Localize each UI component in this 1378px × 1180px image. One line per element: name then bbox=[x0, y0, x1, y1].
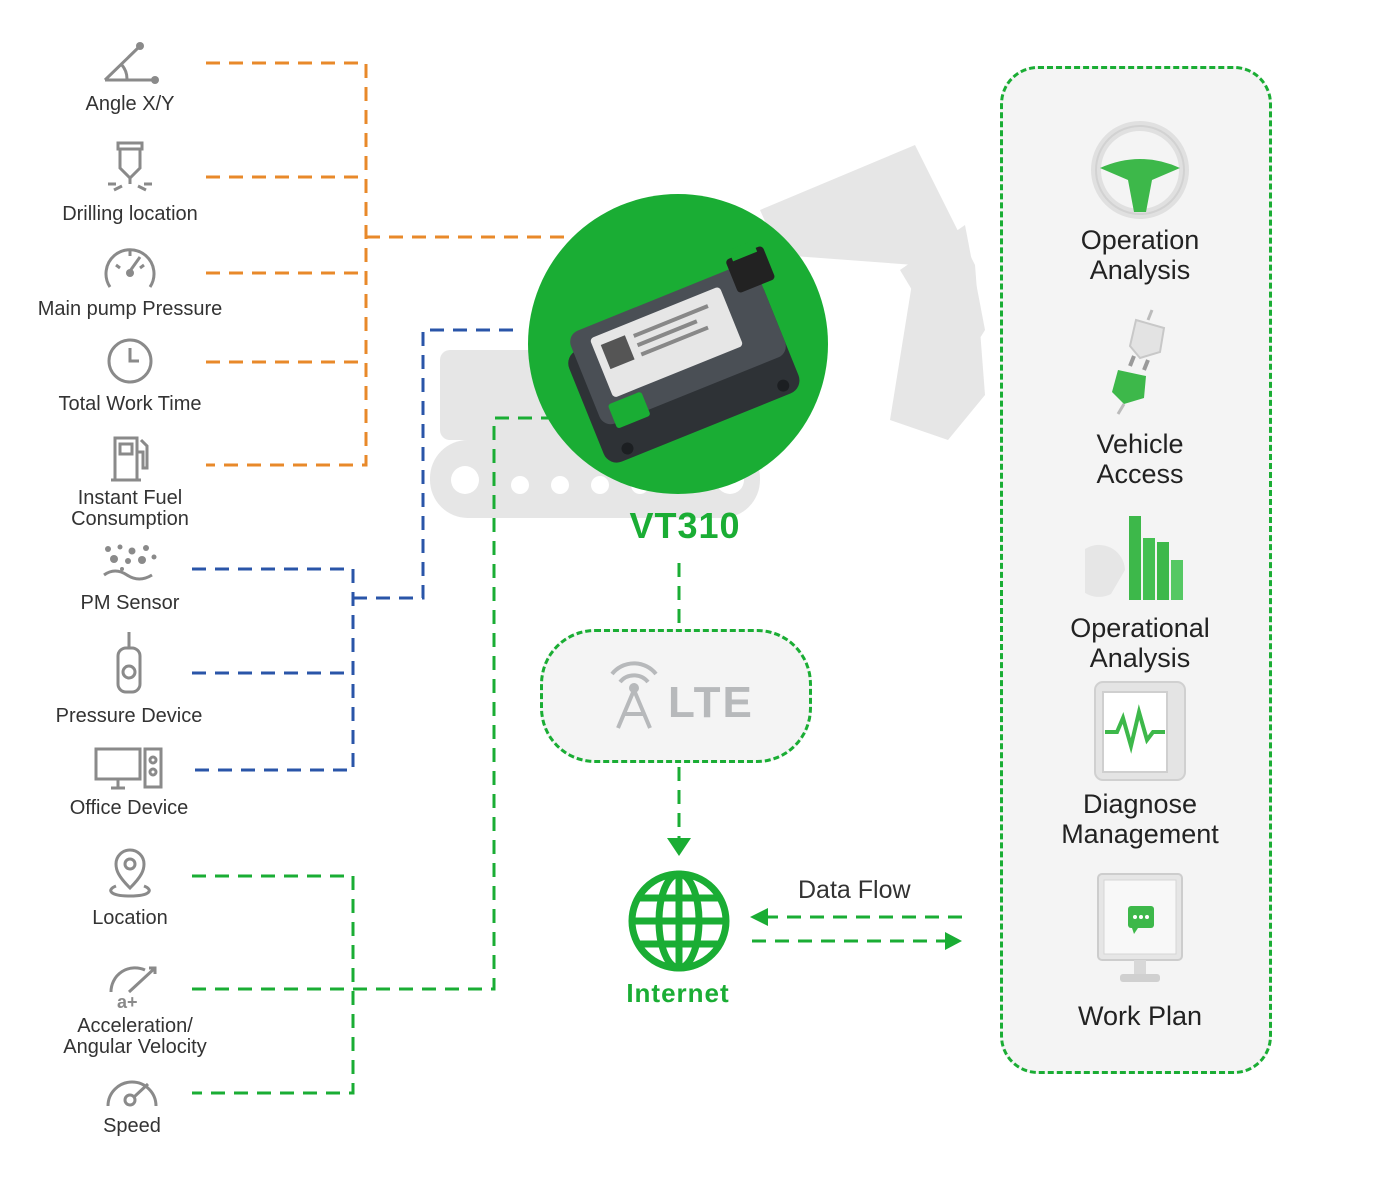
device-name: VT310 bbox=[629, 505, 741, 546]
sensor-pressure-device: Pressure Device bbox=[9, 630, 249, 727]
feature-diagnose-label: Diagnose Management bbox=[1061, 789, 1219, 849]
sensor-location-label: Location bbox=[92, 907, 168, 929]
sensor-fuel-label: Instant Fuel Consumption bbox=[71, 487, 189, 530]
globe-icon bbox=[628, 870, 730, 972]
fuel-pump-icon bbox=[111, 436, 149, 482]
clock-icon bbox=[107, 338, 153, 384]
blue-connectors bbox=[192, 328, 515, 772]
internet-label: Internet bbox=[626, 978, 730, 1008]
sensor-fuel: Instant Fuel Consumption bbox=[10, 434, 250, 530]
sensor-speed-label: Speed bbox=[103, 1115, 161, 1137]
arrow-down-icon bbox=[667, 838, 691, 856]
sensor-work-time: Total Work Time bbox=[10, 336, 250, 415]
sensor-work-time-label: Total Work Time bbox=[58, 393, 202, 415]
green-connectors bbox=[192, 416, 962, 1095]
location-pin-icon bbox=[109, 848, 151, 898]
sensor-angle-label: Angle X/Y bbox=[85, 93, 175, 115]
sensor-pump-pressure: Main pump Pressure bbox=[10, 243, 250, 320]
monitor-chat-icon bbox=[1097, 873, 1183, 982]
sensor-acceleration: a+ Acceleration/ Angular Velocity bbox=[15, 962, 255, 1058]
lte-label: LTE bbox=[668, 678, 754, 727]
arrow-right-icon bbox=[945, 932, 962, 950]
sensor-drilling-label: Drilling location bbox=[62, 203, 198, 225]
sensor-location: Location bbox=[10, 848, 250, 929]
acceleration-icon: a+ bbox=[109, 966, 157, 1012]
speedometer-icon bbox=[106, 1080, 158, 1107]
pm-particles-icon bbox=[103, 544, 157, 581]
sensor-speed: Speed bbox=[12, 1072, 252, 1137]
sensor-office-device: Office Device bbox=[9, 746, 249, 819]
sensor-pressure-device-label: Pressure Device bbox=[55, 705, 203, 727]
tracker-device-image bbox=[568, 240, 800, 463]
angle-icon bbox=[103, 42, 159, 84]
cell-tower-icon bbox=[610, 661, 658, 729]
feature-operational-label: Operational Analysis bbox=[1070, 613, 1210, 673]
pressure-device-icon bbox=[116, 632, 142, 694]
feature-operational-analysis: Operational Analysis bbox=[1010, 512, 1270, 673]
bar-chart-icon bbox=[1073, 516, 1183, 600]
steering-wheel-icon bbox=[1091, 121, 1189, 219]
gauge-icon bbox=[104, 248, 156, 288]
feature-vehicle-label: Vehicle Access bbox=[1096, 429, 1184, 489]
lte-box bbox=[540, 629, 812, 763]
sensor-angle: Angle X/Y bbox=[10, 38, 250, 115]
svg-text:a+: a+ bbox=[117, 992, 138, 1012]
computer-icon bbox=[94, 747, 163, 790]
arrow-left-icon bbox=[750, 908, 768, 926]
drill-icon bbox=[108, 141, 152, 192]
feature-work-plan: Work Plan bbox=[1010, 870, 1270, 1031]
plug-connector-icon bbox=[1112, 309, 1166, 415]
feature-operation-label: Operation Analysis bbox=[1080, 225, 1200, 285]
sensor-acceleration-label: Acceleration/ Angular Velocity bbox=[63, 1015, 207, 1058]
data-flow-label: Data Flow bbox=[798, 876, 911, 904]
sensor-pm: PM Sensor bbox=[10, 543, 250, 614]
diagnostics-monitor-icon bbox=[1094, 681, 1186, 781]
feature-work-plan-label: Work Plan bbox=[1077, 1001, 1203, 1031]
orange-connectors bbox=[206, 61, 565, 467]
feature-operation-analysis: Operation Analysis bbox=[1010, 120, 1270, 285]
device-badge bbox=[528, 194, 828, 494]
sensor-drilling: Drilling location bbox=[10, 140, 250, 225]
sensor-pm-label: PM Sensor bbox=[80, 592, 180, 614]
sensor-pump-pressure-label: Main pump Pressure bbox=[37, 298, 223, 320]
feature-vehicle-access: Vehicle Access bbox=[1010, 306, 1270, 489]
sensor-office-device-label: Office Device bbox=[69, 797, 189, 819]
feature-diagnose-management: Diagnose Management bbox=[1010, 678, 1270, 849]
